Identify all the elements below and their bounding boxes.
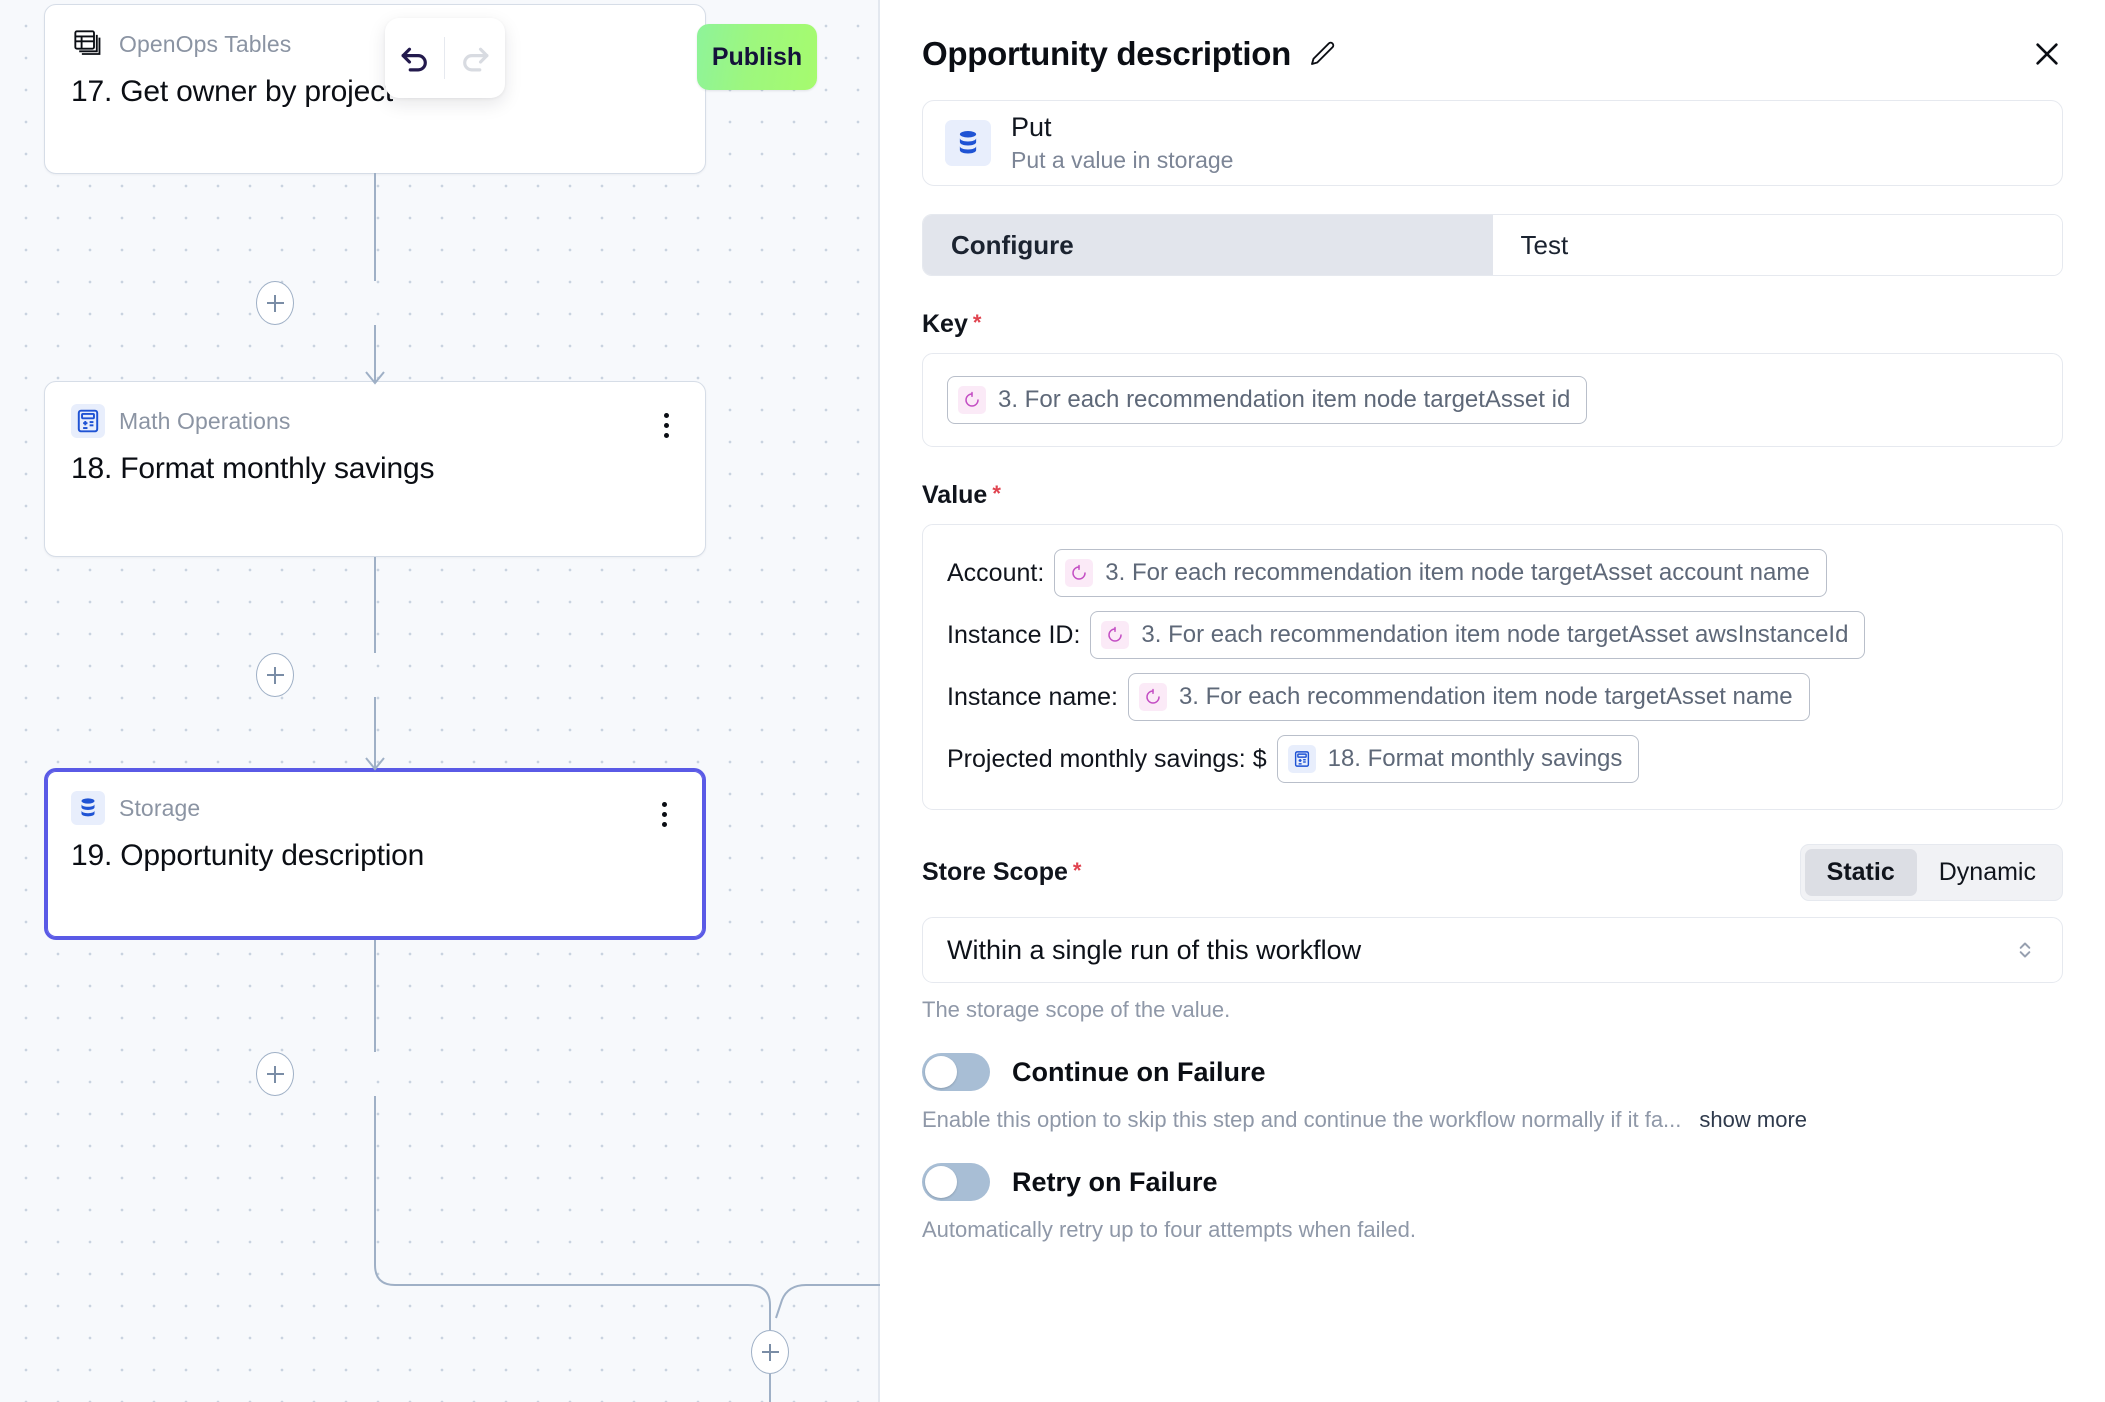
node-header: Storage (71, 791, 679, 825)
piece-name: Put (1011, 111, 1052, 142)
add-step-button[interactable] (256, 281, 294, 325)
store-scope-selected-value: Within a single run of this workflow (947, 934, 1362, 965)
add-step-button[interactable] (751, 1330, 789, 1374)
tab-configure[interactable]: Configure (923, 215, 1493, 275)
calculator-icon (71, 404, 105, 438)
panel-header: Opportunity description (880, 0, 2105, 74)
add-step-button[interactable] (256, 1052, 294, 1096)
show-more-link[interactable]: show more (1699, 1107, 1807, 1132)
calculator-icon (1287, 745, 1316, 773)
value-chip[interactable]: 3. For each recommendation item node tar… (1127, 673, 1810, 721)
value-chip-label: 3. For each recommendation item node tar… (1105, 559, 1810, 586)
node-title: 18. Format monthly savings (71, 452, 435, 485)
value-chip[interactable]: 3. For each recommendation item node tar… (1054, 549, 1827, 597)
add-step-button[interactable] (256, 653, 294, 697)
piece-summary-card: Put Put a value in storage (922, 100, 2063, 186)
loop-icon (1138, 683, 1167, 711)
redo-icon[interactable] (445, 18, 504, 98)
database-icon (71, 791, 105, 825)
value-chip[interactable]: 18. Format monthly savings (1276, 735, 1640, 783)
segment-static[interactable]: Static (1804, 849, 1917, 896)
value-row-account: Account: 3. For each recommendation item… (947, 549, 2038, 597)
node-kind-label: OpenOps Tables (119, 30, 292, 57)
static-dynamic-toggle: Static Dynamic (1799, 844, 2063, 901)
node-menu-button[interactable] (653, 408, 679, 442)
required-marker: * (972, 310, 982, 335)
key-chip-label: 3. For each recommendation item node tar… (998, 386, 1571, 413)
undo-redo-toolbar[interactable] (385, 18, 505, 98)
key-input-box[interactable]: 3. For each recommendation item node tar… (922, 353, 2063, 447)
retry-on-failure-row: Retry on Failure (922, 1163, 2063, 1201)
workflow-node-18[interactable]: Math Operations 18. Format monthly savin… (44, 381, 706, 557)
panel-body: Key * 3. For each recommendation item no… (880, 310, 2105, 1243)
continue-on-failure-toggle[interactable] (922, 1053, 990, 1091)
store-scope-hint: The storage scope of the value. (922, 997, 1231, 1022)
value-input-box[interactable]: Account: 3. For each recommendation item… (922, 524, 2063, 810)
close-icon[interactable] (2027, 34, 2067, 74)
database-icon (945, 120, 991, 166)
workflow-canvas[interactable]: OpenOps Tables 17. Get owner by project … (0, 0, 880, 1402)
key-label: Key (922, 310, 968, 338)
continue-on-failure-label: Continue on Failure (1012, 1056, 1266, 1087)
segment-dynamic[interactable]: Dynamic (1938, 858, 2036, 886)
workflow-node-17[interactable]: OpenOps Tables 17. Get owner by project (44, 4, 706, 174)
loop-icon (1101, 621, 1130, 649)
store-scope-label-row: Store Scope * (922, 858, 1081, 887)
continue-on-failure-description-row: Enable this option to skip this step and… (922, 1107, 2063, 1133)
value-chip[interactable]: 3. For each recommendation item node tar… (1090, 611, 1866, 659)
value-row-label: Account: (947, 558, 1045, 587)
workflow-node-19[interactable]: Storage 19. Opportunity description (44, 768, 706, 940)
value-chip-label: 18. Format monthly savings (1327, 745, 1623, 772)
key-label-row: Key * (922, 310, 2063, 339)
chevron-updown-icon (2012, 935, 2038, 965)
loop-icon (1065, 559, 1094, 587)
node-title: 19. Opportunity description (71, 839, 425, 872)
retry-on-failure-label: Retry on Failure (1012, 1166, 1218, 1197)
pencil-icon[interactable] (1307, 39, 1337, 69)
node-kind-label: Storage (119, 794, 201, 821)
value-label-row: Value * (922, 481, 2063, 510)
piece-description: Put a value in storage (1011, 146, 1234, 173)
continue-on-failure-description: Enable this option to skip this step and… (922, 1107, 1682, 1132)
store-scope-header: Store Scope * Static Dynamic (922, 844, 2063, 901)
step-settings-panel: Opportunity description (880, 0, 2105, 1402)
piece-text-block: Put Put a value in storage (1011, 112, 1233, 174)
node-title: 17. Get owner by project (71, 75, 394, 108)
value-row-instance-id: Instance ID: 3. For each recommendation … (947, 611, 2038, 659)
tab-test[interactable]: Test (1492, 215, 2062, 275)
retry-on-failure-toggle[interactable] (922, 1163, 990, 1201)
panel-tabs: Configure Test (922, 214, 2063, 276)
required-marker: * (992, 481, 1001, 506)
publish-button[interactable]: Publish (697, 24, 817, 90)
node-menu-button[interactable] (651, 797, 677, 831)
retry-on-failure-description: Automatically retry up to four attempts … (922, 1217, 1417, 1242)
continue-on-failure-row: Continue on Failure (922, 1053, 2063, 1091)
page-title: Opportunity description (922, 35, 1291, 72)
value-row-projected-savings: Projected monthly savings: $ 18. For (947, 735, 2038, 783)
retry-on-failure-description-row: Automatically retry up to four attempts … (922, 1217, 2063, 1243)
value-row-instance-name: Instance name: 3. For each recommendatio… (947, 673, 2038, 721)
store-scope-select[interactable]: Within a single run of this workflow (922, 917, 2063, 983)
loop-icon (958, 386, 986, 414)
store-scope-label: Store Scope (922, 858, 1068, 886)
required-marker: * (1072, 858, 1082, 883)
canvas-divider (878, 0, 880, 1402)
value-row-label: Instance name: (947, 682, 1118, 711)
undo-icon[interactable] (385, 18, 444, 98)
node-kind-label: Math Operations (119, 407, 291, 434)
node-header: Math Operations (71, 404, 679, 438)
key-chip[interactable]: 3. For each recommendation item node tar… (947, 376, 1588, 424)
value-chip-label: 3. For each recommendation item node tar… (1178, 683, 1793, 710)
connector-wires (365, 173, 880, 1402)
table-stack-icon (71, 27, 105, 61)
value-row-label: Instance ID: (947, 620, 1081, 649)
value-row-label: Projected monthly savings: $ (947, 744, 1267, 773)
value-label: Value (922, 481, 988, 509)
value-chip-label: 3. For each recommendation item node tar… (1141, 621, 1849, 648)
toolbar-divider (444, 37, 445, 79)
node-header: OpenOps Tables (71, 27, 679, 61)
